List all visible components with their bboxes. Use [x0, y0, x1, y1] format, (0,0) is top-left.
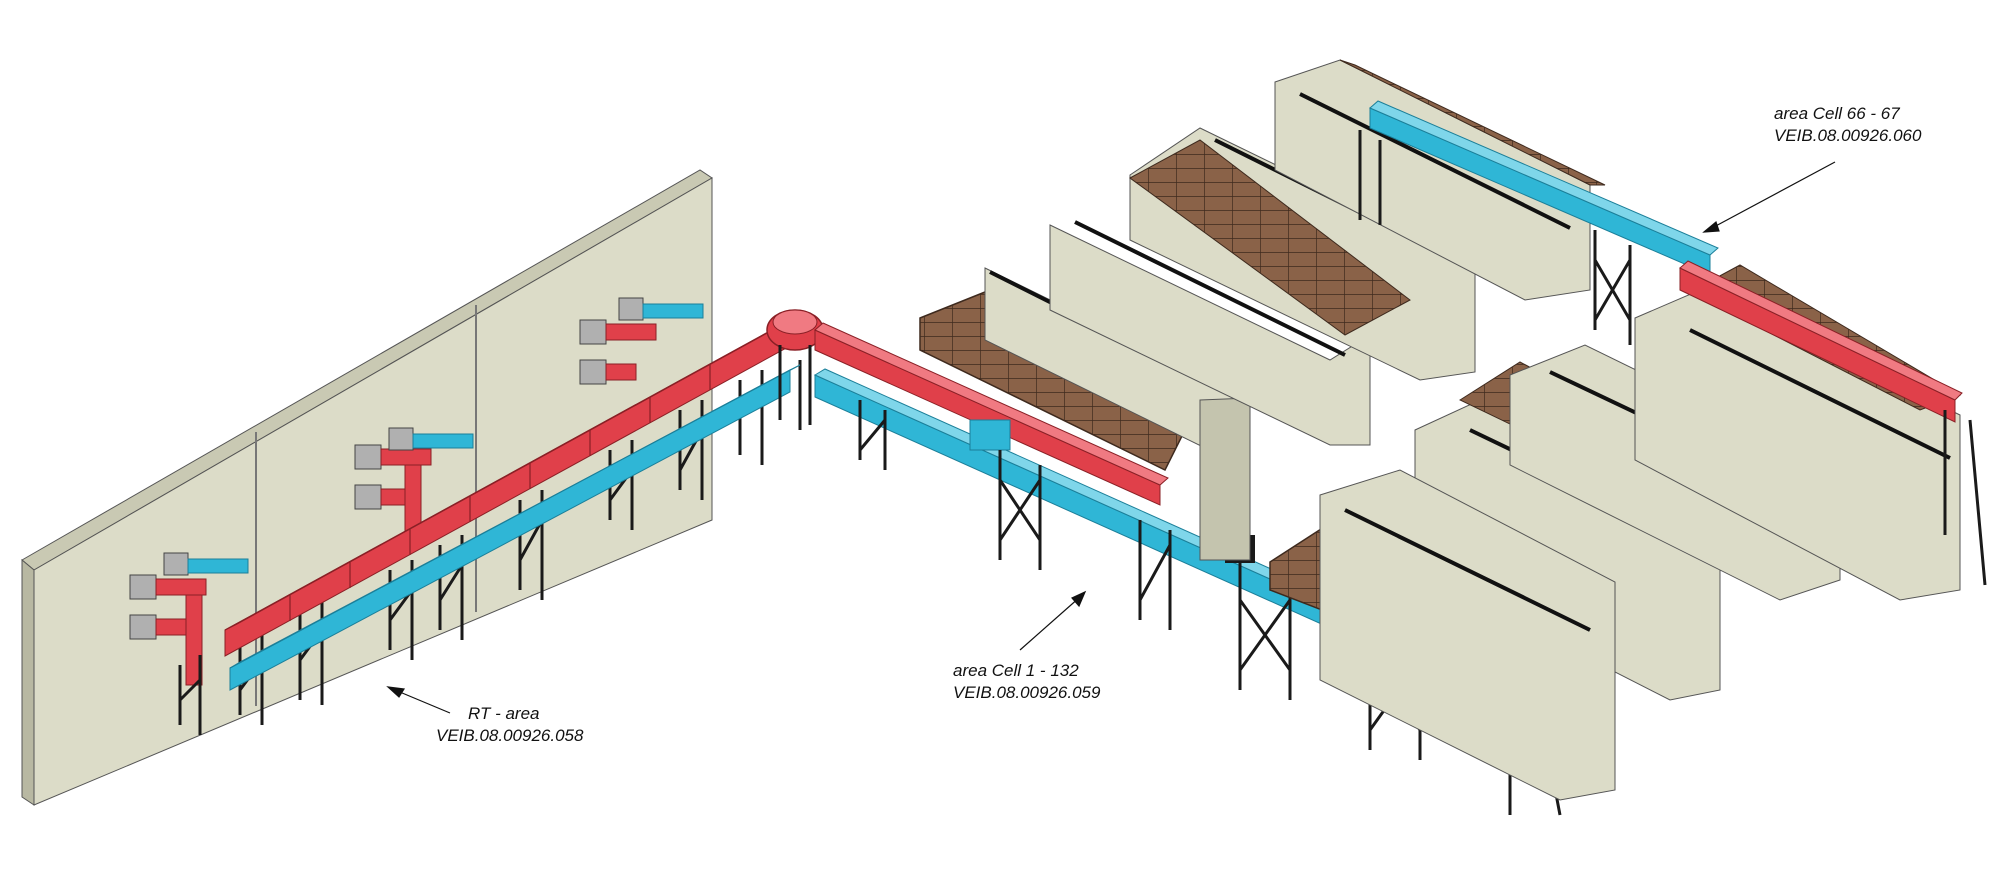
cell-block-3 [1129, 127, 1476, 381]
motor-units [129, 297, 704, 686]
rt-area-label: RT - area [468, 703, 540, 725]
cell-block-8 [1319, 469, 1616, 801]
leader-arrows [386, 161, 1836, 714]
steel-supports-right [1358, 130, 1987, 586]
rt-area-name: RT - area [468, 704, 540, 723]
cell-66-67-label: area Cell 66 - 67 VEIB.08.00926.060 [1774, 103, 1921, 147]
rt-area-code: VEIB.08.00926.058 [436, 726, 584, 745]
red-duct-top-right [1679, 260, 1963, 423]
cell-1-132-code: VEIB.08.00926.059 [953, 683, 1101, 702]
cell-1-132-label: area Cell 1 - 132 VEIB.08.00926.059 [953, 660, 1100, 704]
blue-duct-left [229, 364, 801, 691]
rt-area-code-label: VEIB.08.00926.058 [436, 725, 583, 747]
cell-1-132-name: area Cell 1 - 132 [953, 661, 1079, 680]
cell-block-2 [1049, 220, 1371, 446]
red-duct-middle [814, 322, 1169, 506]
cell-block-4 [1274, 59, 1606, 301]
cell-66-67-name: area Cell 66 - 67 [1774, 104, 1900, 123]
cell-66-67-code: VEIB.08.00926.060 [1774, 126, 1922, 145]
blue-duct-top-right [1369, 100, 1719, 276]
duct-corner-junction [766, 309, 824, 425]
